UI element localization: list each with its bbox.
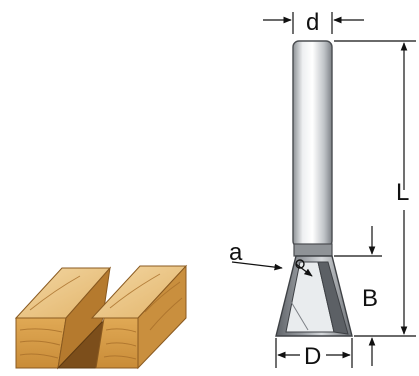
dimension-lines	[231, 12, 416, 368]
cutter-edge	[317, 261, 349, 335]
dovetail-router-bit-icon	[275, 40, 353, 337]
label-overall-length: L	[396, 179, 409, 206]
dovetail-groove-sample-icon	[14, 264, 188, 370]
wood-left-front	[15, 317, 67, 369]
collar	[293, 243, 333, 257]
label-cutting-diameter: D	[304, 343, 321, 370]
wood-grain	[19, 273, 183, 360]
label-shank-diameter: d	[306, 9, 319, 36]
label-cutting-height: B	[362, 285, 378, 312]
shank	[292, 40, 333, 248]
label-angle: a	[229, 239, 243, 266]
